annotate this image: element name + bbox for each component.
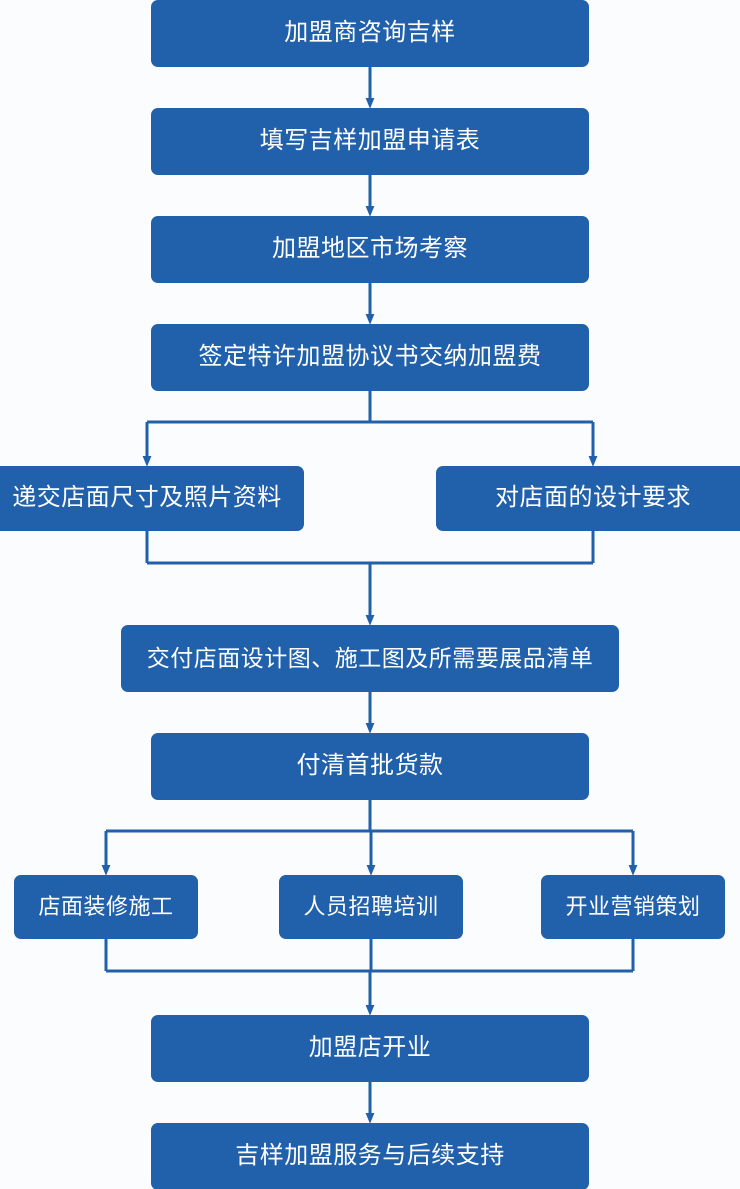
- process-node-label: 加盟商咨询吉样: [284, 19, 456, 47]
- process-node-n2[interactable]: 填写吉样加盟申请表: [151, 108, 589, 175]
- process-node-label: 加盟地区市场考察: [272, 235, 468, 263]
- process-node-label: 人员招聘培训: [303, 893, 439, 919]
- process-node-n11[interactable]: 开业营销策划: [541, 875, 725, 939]
- process-node-n10[interactable]: 人员招聘培训: [279, 875, 463, 939]
- process-node-n13[interactable]: 吉样加盟服务与后续支持: [151, 1123, 589, 1189]
- process-node-n6[interactable]: 对店面的设计要求: [436, 466, 740, 531]
- process-node-n3[interactable]: 加盟地区市场考察: [151, 216, 589, 283]
- process-node-n12[interactable]: 加盟店开业: [151, 1015, 589, 1082]
- process-node-n4[interactable]: 签定特许加盟协议书交纳加盟费: [151, 324, 589, 391]
- process-node-label: 付清首批货款: [296, 752, 444, 780]
- process-node-label: 加盟店开业: [308, 1034, 432, 1062]
- process-node-label: 交付店面设计图、施工图及所需要展品清单: [146, 644, 594, 671]
- process-node-label: 吉样加盟服务与后续支持: [235, 1142, 505, 1170]
- process-node-n9[interactable]: 店面装修施工: [14, 875, 198, 939]
- process-node-label: 店面装修施工: [38, 893, 174, 919]
- process-node-n7[interactable]: 交付店面设计图、施工图及所需要展品清单: [121, 625, 619, 692]
- process-node-n8[interactable]: 付清首批货款: [151, 733, 589, 800]
- process-node-label: 开业营销策划: [565, 893, 701, 919]
- process-node-label: 递交店面尺寸及照片资料: [12, 484, 282, 512]
- process-node-label: 签定特许加盟协议书交纳加盟费: [198, 343, 542, 371]
- process-node-n5[interactable]: 递交店面尺寸及照片资料: [0, 466, 304, 531]
- process-node-label: 对店面的设计要求: [495, 484, 691, 512]
- process-node-label: 填写吉样加盟申请表: [259, 127, 481, 155]
- process-node-n1[interactable]: 加盟商咨询吉样: [151, 0, 589, 67]
